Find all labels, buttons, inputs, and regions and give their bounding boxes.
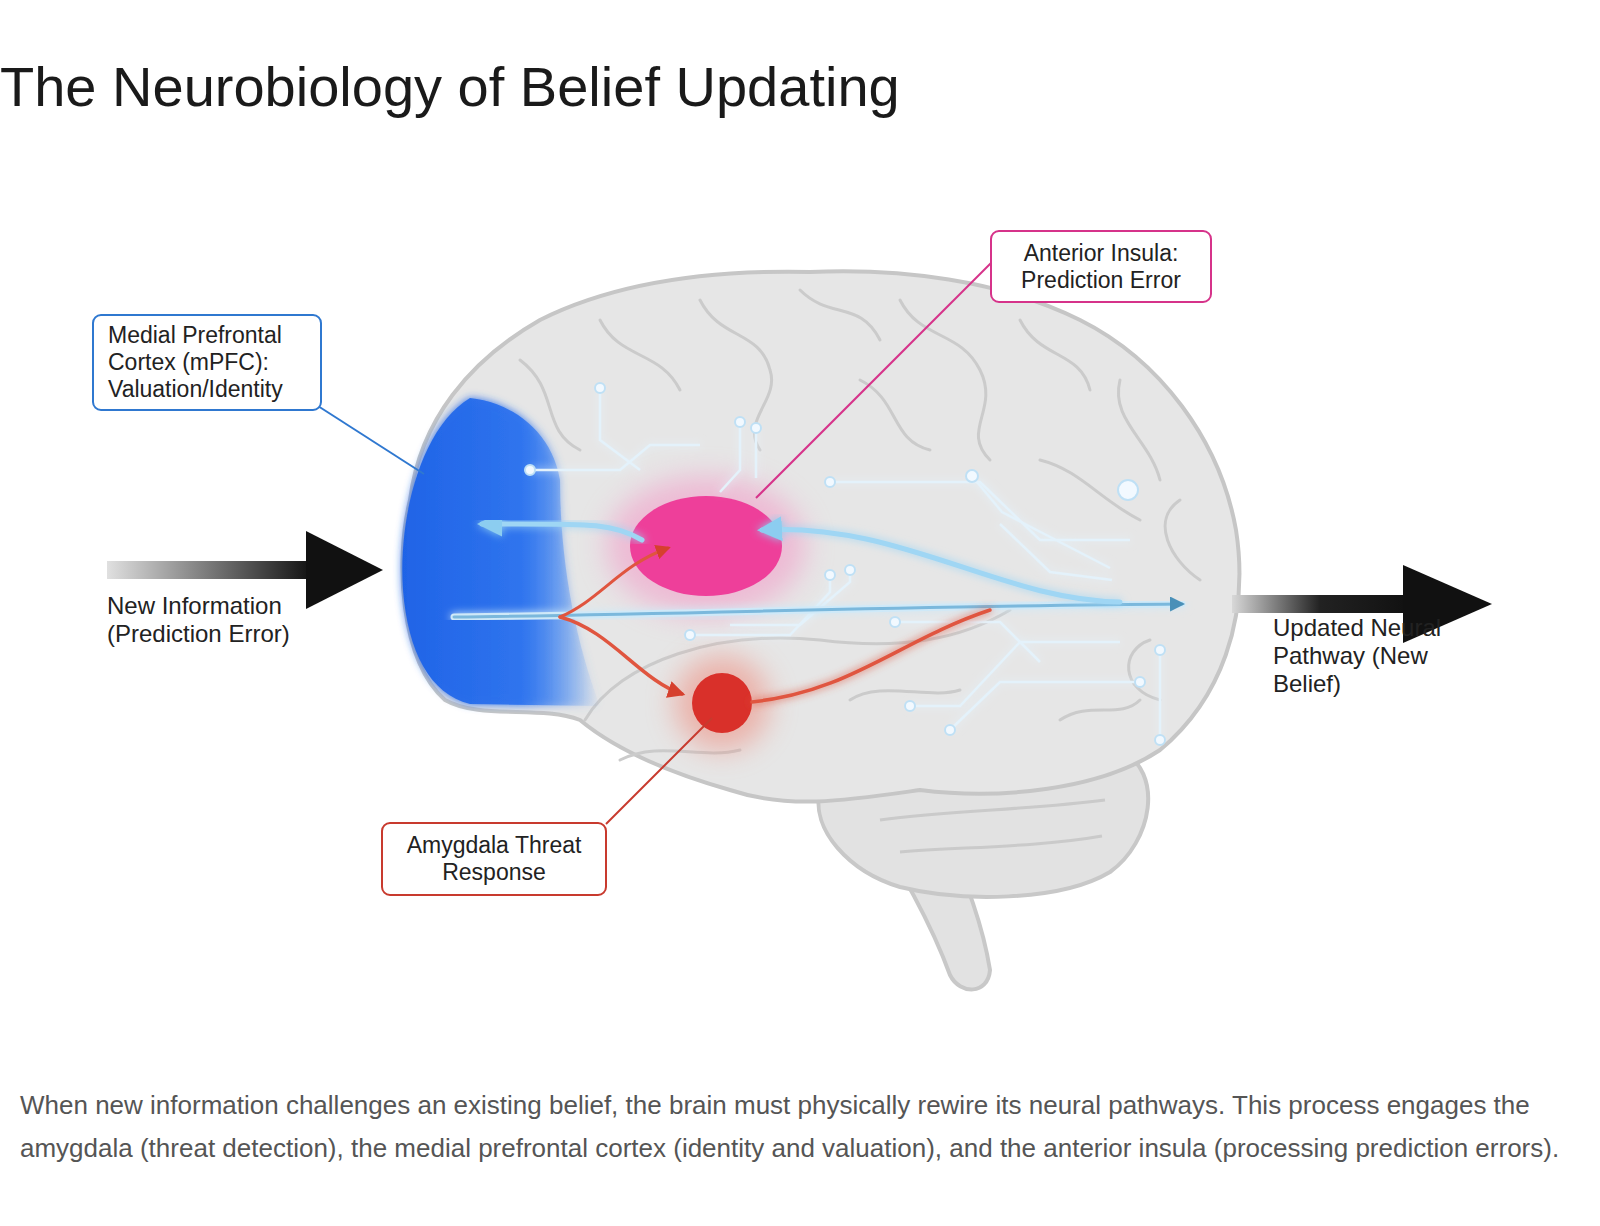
threat-branch <box>752 610 990 702</box>
input-label: New Information (Prediction Error) <box>107 592 322 648</box>
gyrus-line <box>1020 320 1090 390</box>
circuit-trace <box>755 428 758 478</box>
region-callout: Amygdala Threat Response <box>381 822 607 896</box>
circuit-trace <box>1159 650 1162 740</box>
callout-text: Amygdala Threat Response <box>393 832 595 886</box>
gyrus-line <box>860 380 930 450</box>
gyrus-line <box>620 750 740 760</box>
circuit-dot <box>945 725 955 735</box>
gyrus-line <box>1118 380 1160 480</box>
amygdala-region <box>692 673 752 733</box>
output-label: Updated Neural Pathway (New Belief) <box>1273 614 1451 698</box>
circuit-trace <box>972 476 1110 568</box>
arrow-shaft <box>1232 595 1408 613</box>
gyrus-line <box>1060 700 1140 720</box>
leader-line <box>756 262 992 498</box>
circuit-dot <box>905 701 915 711</box>
cerebrum <box>402 271 1239 801</box>
gyrus-line <box>1040 460 1140 520</box>
circuit-dot <box>966 470 978 482</box>
gyri <box>520 290 1200 760</box>
figure-caption: When new information challenges an exist… <box>20 1084 1582 1170</box>
circuit-dot <box>845 565 855 575</box>
circuit-dot <box>825 477 835 487</box>
leader-line <box>606 718 712 824</box>
circuit-trace <box>720 422 740 492</box>
circuit-dot <box>595 383 605 393</box>
leader-line <box>318 406 424 474</box>
circuit-dot <box>685 630 695 640</box>
arrow-head <box>306 531 383 609</box>
circuit-trace <box>910 642 1120 706</box>
mpfc-region <box>402 398 600 706</box>
callout-text: Anterior Insula: Prediction Error <box>1002 240 1200 294</box>
circuit-dot <box>890 617 900 627</box>
circuit-dot <box>525 465 535 475</box>
insula-to-mpfc-flow <box>482 524 642 540</box>
cerebellum-fold <box>900 836 1102 852</box>
arrow-shaft <box>107 561 312 579</box>
circuit-trace <box>600 388 640 470</box>
circuit-dot <box>751 423 761 433</box>
insula-glow <box>606 476 806 616</box>
circuit-dot <box>1155 645 1165 655</box>
callout-text: Medial Prefrontal Cortex (mPFC): Valuati… <box>108 322 306 403</box>
circuit-trace <box>530 445 700 470</box>
circuit-dot <box>1118 480 1138 500</box>
signal-flows <box>454 524 1182 702</box>
cerebellum-fold <box>880 800 1105 820</box>
gyrus-line <box>700 300 772 450</box>
threat-branch <box>560 617 682 694</box>
gyrus-line <box>800 290 880 340</box>
threat-branch <box>560 548 668 617</box>
circuit-nodes <box>525 383 1165 745</box>
circuit-trace <box>950 682 1140 730</box>
anterior-insula-region <box>630 496 782 596</box>
circuit-dot <box>735 417 745 427</box>
gyrus-line <box>850 690 960 700</box>
circuit-traces <box>530 388 1160 740</box>
gyrus-line <box>1165 500 1200 580</box>
circuit-dot <box>825 570 835 580</box>
circuit-dot <box>1135 677 1145 687</box>
circuit-trace <box>730 570 850 625</box>
gyrus-line <box>600 320 680 390</box>
region-callout: Anterior Insula: Prediction Error <box>990 230 1212 303</box>
region-callout: Medial Prefrontal Cortex (mPFC): Valuati… <box>92 314 322 411</box>
circuit-trace <box>830 482 1130 540</box>
posterior-to-insula-flow <box>762 529 1120 602</box>
circuit-trace <box>1000 524 1112 580</box>
gyrus-line <box>900 300 990 460</box>
circuit-dot <box>1155 735 1165 745</box>
diagram-title: The Neurobiology of Belief Updating <box>0 57 900 117</box>
